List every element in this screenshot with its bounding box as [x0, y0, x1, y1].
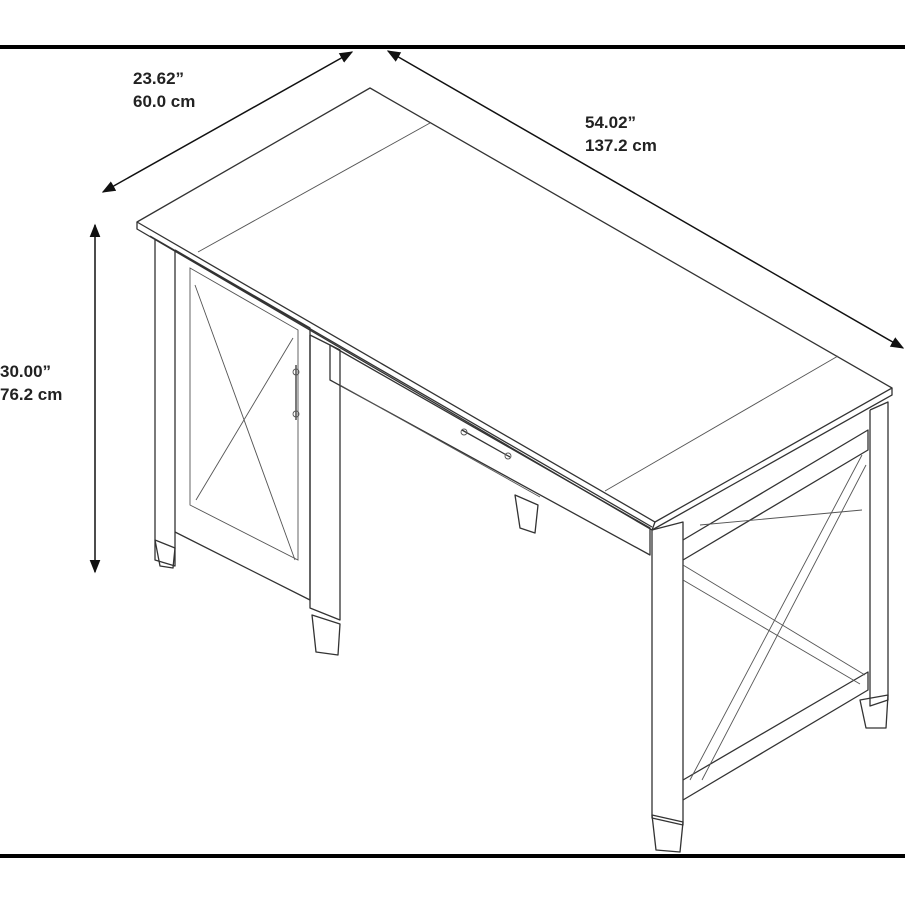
height-inches: 30.00”	[0, 362, 52, 381]
width-inches: 23.62”	[133, 69, 185, 88]
width-dimension-arrow	[101, 51, 354, 193]
desktop	[136, 87, 893, 531]
length-inches: 54.02”	[585, 113, 637, 132]
top-border-line	[0, 45, 905, 49]
width-label: 23.62” 60.0 cm	[133, 67, 195, 113]
length-label: 54.02” 137.2 cm	[585, 111, 657, 157]
right-legs-and-x-panel	[651, 401, 889, 853]
length-cm: 137.2 cm	[585, 136, 657, 155]
length-dimension-arrow	[386, 50, 905, 349]
drawer	[329, 344, 651, 556]
left-cabinet	[154, 240, 341, 656]
height-label: 30.00” 76.2 cm	[0, 360, 62, 406]
height-cm: 76.2 cm	[0, 385, 63, 404]
bottom-border-line	[0, 854, 905, 858]
width-cm: 60.0 cm	[133, 92, 196, 111]
